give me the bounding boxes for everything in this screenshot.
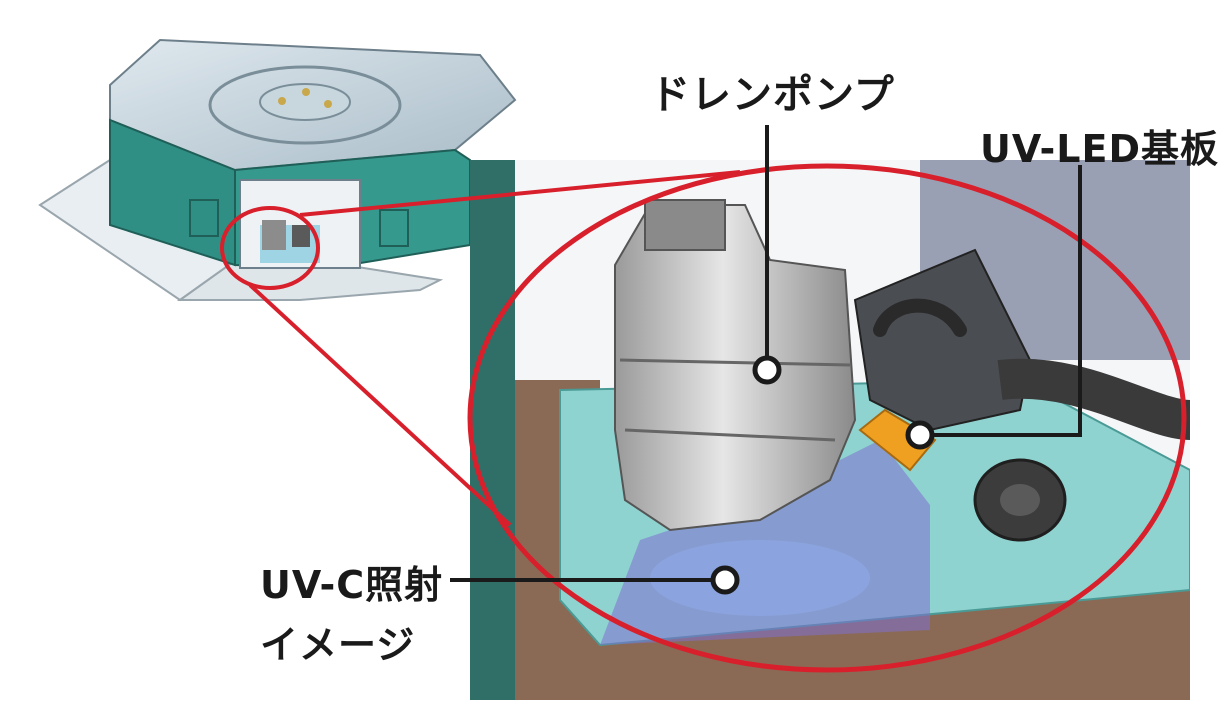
unit-panel-square bbox=[189, 199, 219, 237]
drain-hose bbox=[997, 358, 1190, 440]
drain-pump-body bbox=[614, 204, 857, 532]
unit-pump-small bbox=[262, 220, 286, 250]
pump-leader-dot bbox=[752, 355, 782, 385]
inset-view bbox=[470, 160, 1190, 700]
unit-top-emboss bbox=[208, 65, 402, 145]
uv-led-board bbox=[858, 408, 937, 472]
drain-pump-seam bbox=[624, 428, 836, 442]
hose-elbow-hole bbox=[1000, 484, 1040, 516]
unit-board-small bbox=[292, 225, 310, 247]
drain-pump-label: ドレンポンプ bbox=[650, 72, 895, 118]
uv-c-label-line1: UV-C照射 bbox=[260, 563, 444, 607]
leader-lines bbox=[450, 125, 1082, 595]
led-leader-line bbox=[922, 165, 1082, 437]
led-bracket bbox=[853, 248, 1032, 432]
led-bracket-handle bbox=[873, 298, 967, 337]
inset-left-wall bbox=[470, 160, 515, 700]
unit-screw bbox=[278, 97, 286, 105]
unit-panel-square bbox=[379, 209, 409, 247]
large-highlight-ellipse bbox=[467, 163, 1187, 673]
uv-c-spot bbox=[650, 540, 870, 616]
uv-led-board-label: UV-LED基板 bbox=[980, 127, 1219, 171]
zoom-line-top bbox=[299, 170, 741, 217]
small-highlight-circle bbox=[220, 206, 320, 290]
uv-c-label-line2: イメージ bbox=[260, 623, 416, 667]
cassette-unit bbox=[38, 38, 517, 302]
zoom-line-bottom bbox=[248, 283, 512, 527]
unit-screw bbox=[324, 100, 332, 108]
uv-c-irradiation-label: UV-C照射 イメージ bbox=[260, 555, 443, 675]
drain-pump-cap bbox=[644, 199, 726, 251]
led-leader-dot bbox=[905, 420, 935, 450]
red-highlight bbox=[220, 163, 1187, 673]
uv-leader-dot bbox=[710, 565, 740, 595]
unit-screw bbox=[302, 88, 310, 96]
drain-pump-seam bbox=[619, 358, 851, 367]
unit-top-center bbox=[259, 83, 351, 121]
